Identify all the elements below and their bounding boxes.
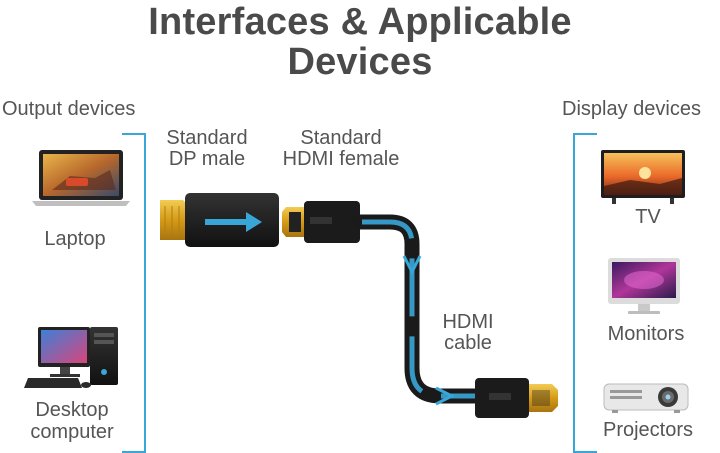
tv-icon (601, 150, 685, 204)
projector-icon (603, 383, 689, 413)
hdmi-female-label-line2: HDMI female (282, 148, 400, 170)
hdmi-cable-label-line1: HDMI (442, 311, 494, 333)
desktop-label-line2: computer (30, 421, 114, 443)
hdmi-male-connector-icon (475, 378, 558, 418)
output-devices-bracket (122, 133, 146, 453)
display-devices-heading: Display devices (562, 98, 701, 120)
hdmi-cable-label-line2: cable (444, 332, 492, 354)
desktop-computer-icon (24, 327, 118, 388)
hdmi-cable-icon (352, 214, 488, 406)
dp-male-label-line2: DP male (168, 148, 246, 170)
projectors-label: Projectors (602, 419, 694, 441)
dp-male-connector-icon (160, 193, 279, 247)
monitors-label: Monitors (607, 323, 685, 345)
desktop-label-line1: Desktop (35, 399, 109, 421)
tv-label: TV (635, 206, 661, 228)
page-title-line2: Devices (287, 41, 433, 83)
laptop-label: Laptop (44, 228, 106, 250)
output-devices-heading: Output devices (2, 98, 136, 120)
page-title-line1: Interfaces & Applicable (148, 1, 572, 43)
display-devices-bracket (573, 133, 597, 453)
dp-male-label-line1: Standard (166, 127, 248, 149)
hdmi-female-connector-icon (282, 201, 360, 243)
laptop-icon (32, 150, 130, 206)
hdmi-female-label-line1: Standard (300, 127, 382, 149)
monitor-icon (608, 258, 680, 314)
